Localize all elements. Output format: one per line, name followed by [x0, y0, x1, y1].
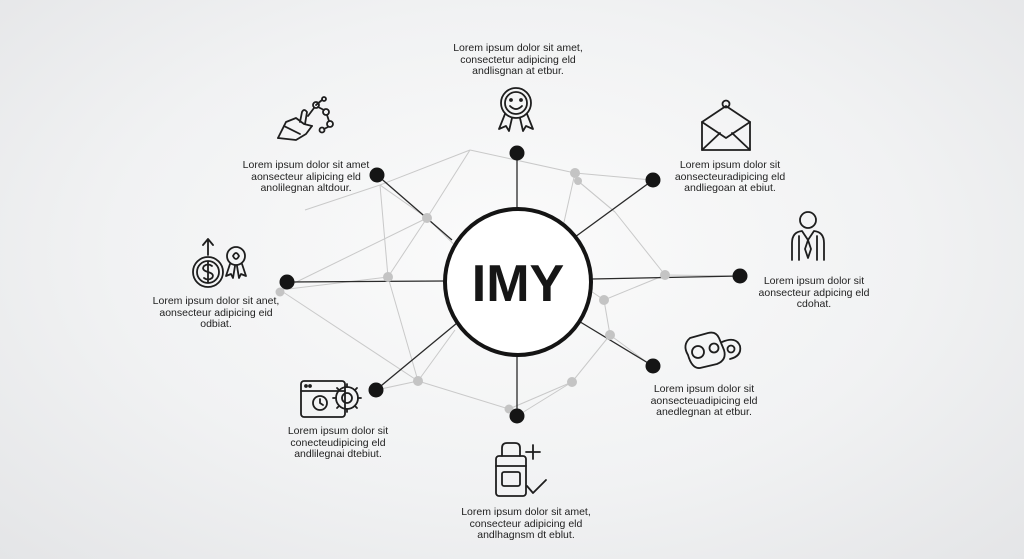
endpoint-dot-top: [509, 145, 525, 161]
linked-gears-icon: [684, 331, 742, 369]
browser-gear-icon: [300, 380, 362, 418]
envelope-icon: [701, 99, 751, 151]
label-line: andlisgnan at etbur.: [472, 65, 564, 77]
label-line: conecteudipicing eld: [290, 436, 386, 449]
label-line: Lorem ipsum dolor sit: [679, 159, 781, 171]
minor-node: [413, 376, 423, 386]
label-line: anolilegnan altdour.: [260, 182, 352, 194]
label-line: aonsecteur adpicing eld: [758, 286, 870, 299]
label-line: aonsecteuadipicing eld: [650, 394, 758, 407]
medical-bag-plus-icon: [495, 442, 547, 497]
endpoint-dot-bottom-left: [368, 382, 384, 398]
node-label-bottom-right: Lorem ipsum dolor sit aonsecteuadipicing…: [642, 383, 766, 419]
label-line: Lorem ipsum dolor sit: [763, 275, 865, 287]
minor-node: [383, 272, 393, 282]
minor-node: [605, 330, 615, 340]
hub-circle: [443, 207, 593, 357]
node-label-top-left: Lorem ipsum dolor sit amet aonsecteur al…: [236, 159, 376, 195]
endpoint-dot-top-left: [369, 167, 385, 183]
label-line: Lorem ipsum dolor sit: [653, 383, 755, 395]
hand-network-icon: [277, 96, 334, 141]
label-line: consecteur adipicing eld: [469, 517, 583, 530]
label-line: andliegoan at ebiut.: [684, 182, 776, 194]
label-line: Lorem ipsum dolor sit amet: [242, 159, 370, 171]
hub-label: IMY: [472, 255, 564, 313]
minor-node: [599, 295, 609, 305]
label-line: anedlegnan at etbur.: [656, 406, 752, 418]
endpoint-dot-top-right: [645, 172, 661, 188]
smiley-ribbon-badge-icon: [498, 87, 534, 132]
endpoint-dot-left: [279, 274, 295, 290]
node-label-top-right: Lorem ipsum dolor sit aonsecteuradipicin…: [665, 159, 795, 195]
minor-node: [567, 377, 577, 387]
endpoint-dot-bottom-right: [645, 358, 661, 374]
label-line: consectetur adipicing eld: [460, 53, 576, 66]
label-line: odbiat.: [200, 318, 232, 330]
minor-node: [422, 213, 432, 223]
minor-node: [275, 287, 285, 297]
minor-node: [570, 168, 580, 178]
endpoint-dot-bottom: [509, 408, 525, 424]
minor-node: [660, 270, 670, 280]
minor-node: [574, 177, 582, 185]
label-line: Lorem ipsum dolor sit amet,: [453, 42, 583, 54]
endpoint-dot-right: [732, 268, 748, 284]
node-label-right: Lorem ipsum dolor sit aonsecteur adpicin…: [752, 275, 876, 311]
label-line: Lorem ipsum dolor sit amet,: [461, 506, 591, 518]
label-line: aonsecteur adipicing eid: [159, 306, 273, 319]
node-label-left: Lorem ipsum dolor sit anet, aonsecteur a…: [146, 295, 286, 331]
dollar-coin-award-icon: [192, 238, 247, 288]
node-label-top: Lorem ipsum dolor sit amet, consectetur …: [448, 42, 588, 78]
label-line: Lorem ipsum dolor sit: [287, 425, 389, 437]
hub: IMY: [443, 207, 593, 357]
label-line: Lorem ipsum dolor sit anet,: [152, 295, 280, 307]
node-label-bottom: Lorem ipsum dolor sit amet, consecteur a…: [456, 506, 596, 542]
label-line: cdohat.: [796, 298, 832, 310]
endpoint-dots: [279, 145, 748, 424]
label-line: andlilegnai dtebiut.: [294, 448, 382, 460]
label-line: aonsecteuradipicing eld: [674, 170, 786, 183]
label-line: andlhagnsm dt eblut.: [477, 529, 575, 541]
node-label-bottom-left: Lorem ipsum dolor sit conecteudipicing e…: [276, 425, 400, 461]
businessman-icon: [791, 211, 825, 261]
label-line: aonsecteur alipicing eld: [251, 170, 361, 183]
